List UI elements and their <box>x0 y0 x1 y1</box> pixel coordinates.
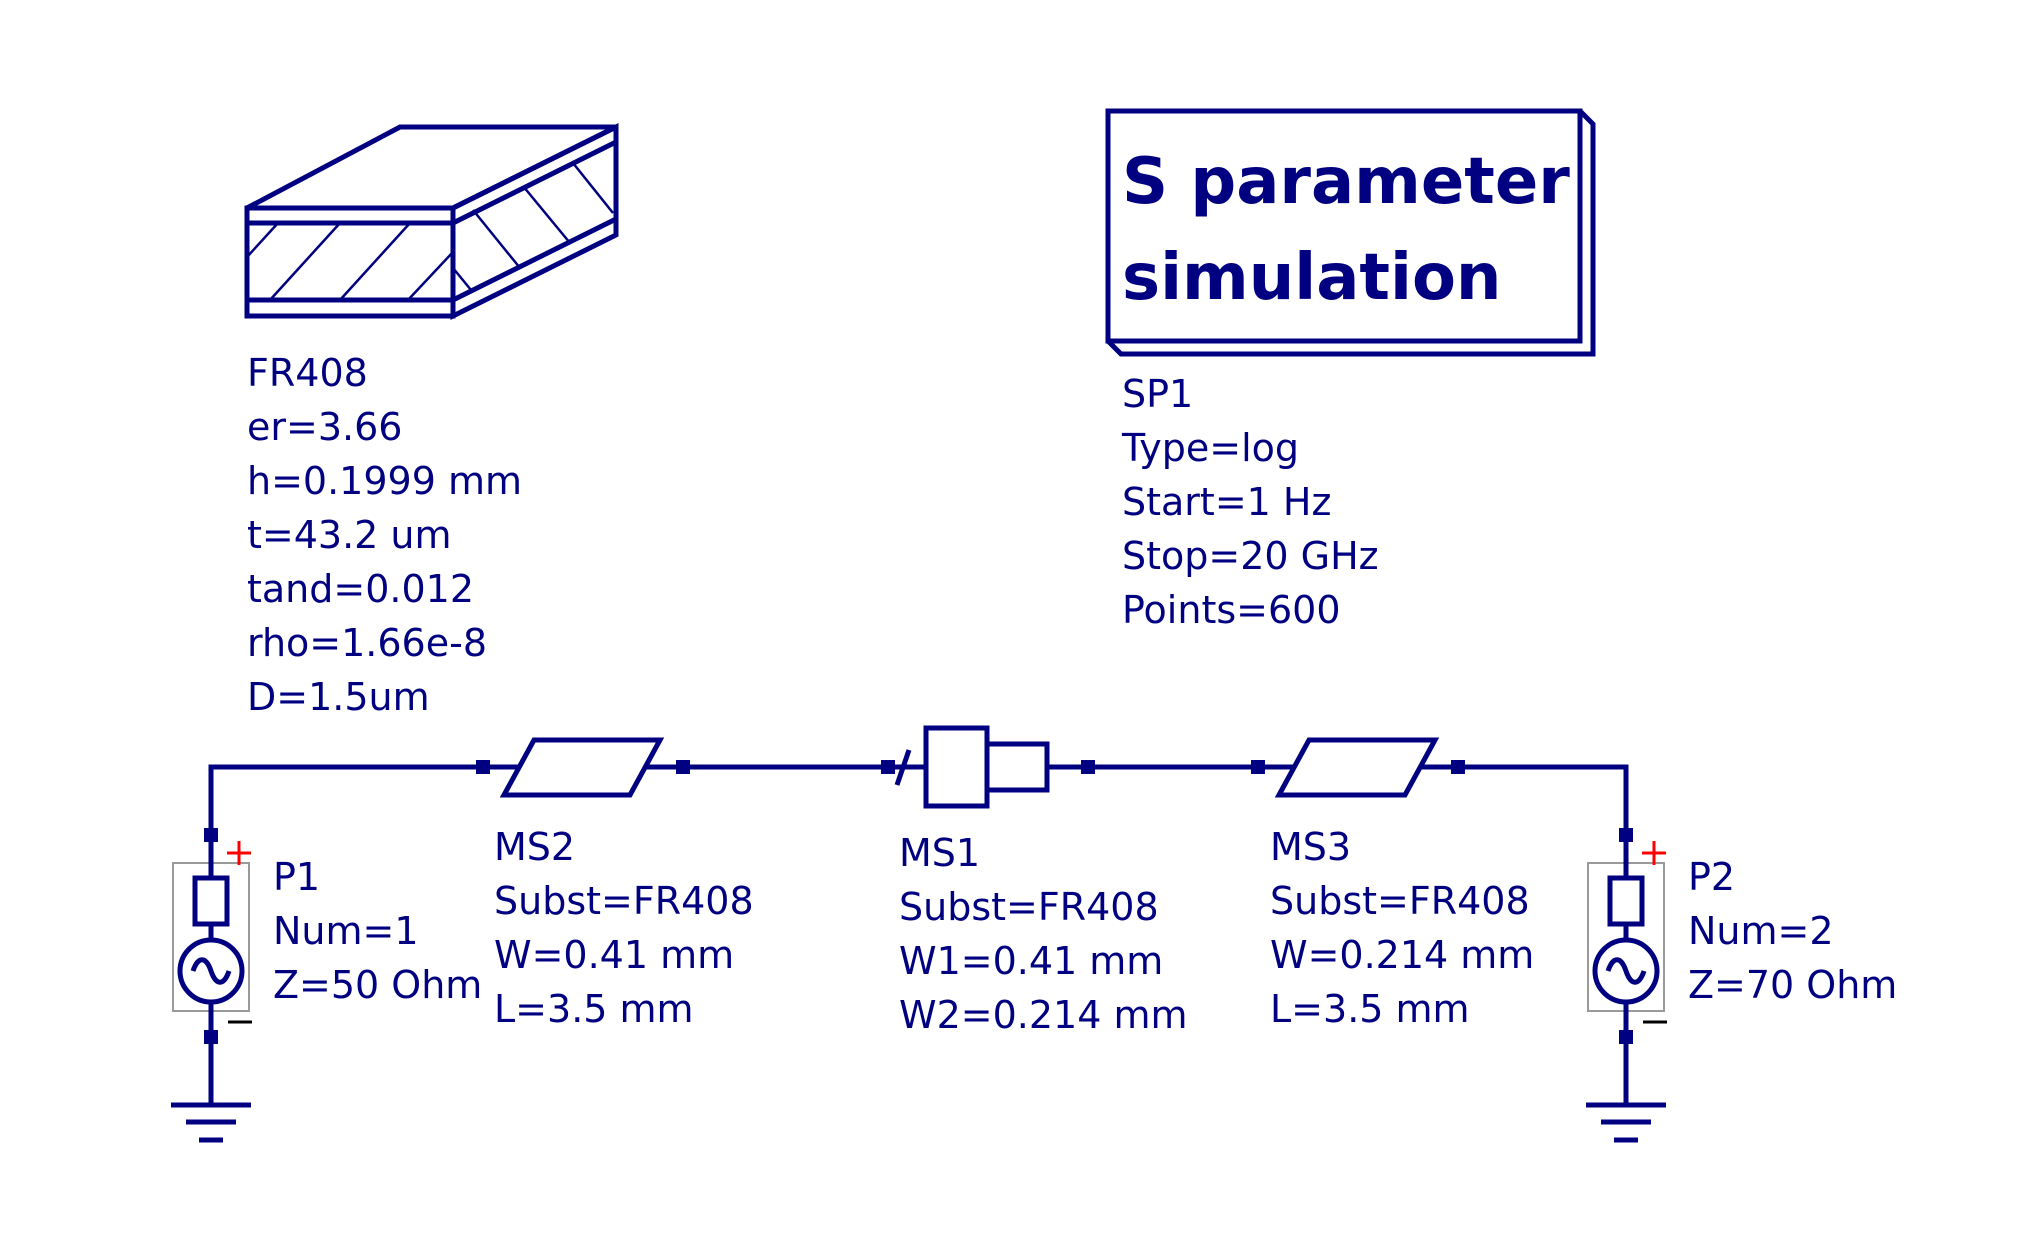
sim-start: Start=1 Hz <box>1122 480 1331 524</box>
sim-title-line1: S parameter <box>1122 145 1570 219</box>
sim-name: SP1 <box>1122 372 1193 416</box>
ms3-w: W=0.214 mm <box>1270 933 1534 977</box>
ms3-subst: Subst=FR408 <box>1270 879 1530 923</box>
p1-name: P1 <box>273 855 320 899</box>
p1-z: Z=50 Ohm <box>273 963 482 1007</box>
sparameter-sim-icon[interactable] <box>1105 108 1596 357</box>
sim-title-line2: simulation <box>1122 241 1501 315</box>
ms2-w: W=0.41 mm <box>494 933 734 977</box>
power-source-icon[interactable] <box>172 827 252 1095</box>
substrate-tand: tand=0.012 <box>247 567 474 611</box>
microstrip-step-icon[interactable] <box>881 725 1095 809</box>
p2-z: Z=70 Ohm <box>1688 963 1897 1007</box>
ms2-l: L=3.5 mm <box>494 987 694 1031</box>
ms2-subst: Subst=FR408 <box>494 879 754 923</box>
ms1-subst: Subst=FR408 <box>899 885 1159 929</box>
substrate-d: D=1.5um <box>247 675 430 719</box>
substrate-icon[interactable] <box>244 122 619 321</box>
sim-stop: Stop=20 GHz <box>1122 534 1379 578</box>
ms1-w2: W2=0.214 mm <box>899 993 1188 1037</box>
sim-type: Type=log <box>1121 426 1299 470</box>
substrate-t: t=43.2 um <box>247 513 452 557</box>
p1-num: Num=1 <box>273 909 419 953</box>
ms1-name: MS1 <box>899 831 980 875</box>
ms3-name: MS3 <box>1270 825 1351 869</box>
ms3-l: L=3.5 mm <box>1270 987 1470 1031</box>
microstrip-line-icon[interactable] <box>1251 737 1465 798</box>
substrate-name: FR408 <box>247 351 368 395</box>
ms1-w1: W1=0.41 mm <box>899 939 1163 983</box>
substrate-h: h=0.1999 mm <box>247 459 522 503</box>
p2-num: Num=2 <box>1688 909 1834 953</box>
ground-icon <box>171 1045 251 1143</box>
microstrip-line-icon[interactable] <box>476 737 690 798</box>
substrate-rho: rho=1.66e-8 <box>247 621 487 665</box>
ground-icon <box>1586 1045 1666 1143</box>
sim-points: Points=600 <box>1122 588 1341 632</box>
p2-name: P2 <box>1688 855 1735 899</box>
ms2-name: MS2 <box>494 825 575 869</box>
substrate-er: er=3.66 <box>247 405 402 449</box>
